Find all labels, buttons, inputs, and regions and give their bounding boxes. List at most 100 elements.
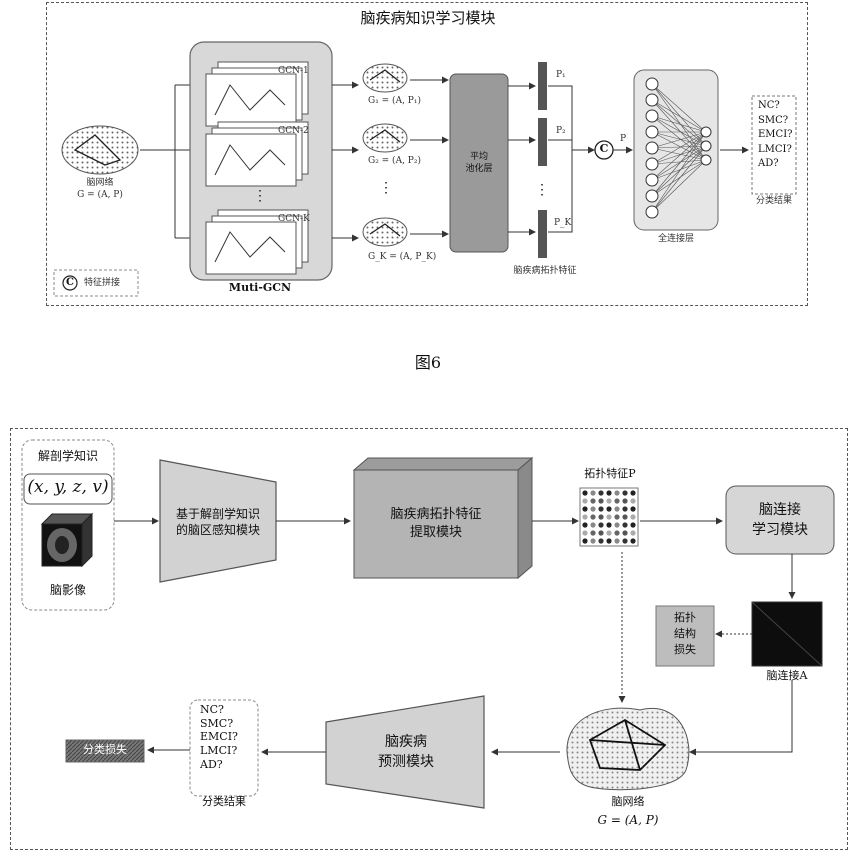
- fig6-input-brain: [61, 125, 139, 175]
- fig7-output-caption: 分类结果: [202, 795, 246, 808]
- connectivity-matrix-a: [751, 601, 823, 667]
- fc-neuron: [645, 93, 659, 107]
- fig6-output-lmci: LMCI?: [758, 143, 792, 155]
- matrix-cell: [598, 490, 604, 496]
- concat-symbol: C: [599, 142, 609, 155]
- disease-prediction-module: [325, 695, 485, 809]
- matrix-cell: [590, 498, 596, 504]
- pool-label-2: 池化层: [465, 164, 493, 174]
- graph-1: [362, 63, 408, 93]
- matrix-cell: [582, 530, 588, 536]
- class-loss-label: 分类损失: [83, 743, 127, 756]
- avg-pool-box: [449, 73, 509, 253]
- matrix-cell: [606, 514, 612, 520]
- matrix-cell: [598, 530, 604, 536]
- matrix-cell: [622, 506, 628, 512]
- topo-loss-box: [655, 605, 715, 667]
- matrix-cell: [622, 498, 628, 504]
- fig6-output-emci: EMCI?: [758, 129, 793, 140]
- predict-line1: 脑疾病: [385, 734, 427, 750]
- fig7-output-box: [189, 699, 259, 797]
- matrix-cell: [590, 490, 596, 496]
- matrix-cell: [598, 506, 604, 512]
- region-perception-module: [159, 459, 277, 583]
- matrix-cell: [598, 514, 604, 520]
- matrix-cell: [614, 522, 620, 528]
- matrix-cell: [606, 498, 612, 504]
- class-loss-box: [65, 739, 145, 763]
- matrix-cell: [614, 498, 620, 504]
- matrix-cell: [590, 522, 596, 528]
- fig6-output-ad: AD?: [758, 158, 779, 169]
- module2-line2: 提取模块: [409, 525, 462, 540]
- predict-line2: 预测模块: [378, 754, 434, 770]
- module1-line1: 基于解剖学知识: [175, 507, 260, 521]
- fc-neuron: [645, 173, 659, 187]
- gcn-1-label: GCN-1: [278, 66, 309, 76]
- fc-output-neuron: [700, 140, 712, 152]
- matrix-cell: [598, 498, 604, 504]
- matrix-cell: [614, 490, 620, 496]
- matrix-cell: [606, 490, 612, 496]
- matrix-cell: [590, 538, 596, 544]
- graph-1-label: G₁ = (A, P₁): [368, 96, 421, 106]
- legend-concat-symbol: C: [66, 277, 74, 288]
- feature-bar-k: [538, 210, 547, 258]
- matrix-cell: [630, 522, 636, 528]
- fig7-output-ad: AD?: [200, 757, 223, 771]
- module3-line2: 学习模块: [752, 522, 808, 538]
- feature-caption: 脑疾病拓扑特征: [513, 266, 577, 276]
- module2-line1: 脑疾病拓扑特征: [390, 507, 482, 522]
- fig7-panel: [10, 428, 848, 850]
- fig7-output-smc: SMC?: [200, 716, 234, 730]
- fig7-output-lmci: LMCI?: [200, 743, 238, 757]
- fc-label: 全连接层: [657, 234, 694, 244]
- fig7-output-nc: NC?: [200, 703, 224, 716]
- fc-output-neuron: [700, 154, 712, 166]
- matrix-cell: [622, 538, 628, 544]
- fig7-outputs: NC? SMC? EMCI? LMCI? AD?: [200, 703, 260, 771]
- graph-k-label: G_K = (A, P_K): [368, 252, 437, 262]
- fc-neuron: [645, 77, 659, 91]
- brain-image-cube: [40, 512, 94, 568]
- fig6-title: 脑疾病知识学习模块: [360, 9, 496, 27]
- feature-label-1: P₁: [556, 70, 566, 80]
- feature-ellipsis: ⋮: [535, 182, 549, 198]
- fig6-output-box: [751, 95, 797, 195]
- topo-feature-label: 拓扑特征P: [584, 467, 636, 480]
- loss-line-2: 结构: [674, 627, 696, 640]
- gcn-k-label: GCN-K: [278, 214, 310, 224]
- fc-neurons: [645, 77, 712, 219]
- matrix-cell: [582, 490, 588, 496]
- formula-box: [23, 473, 113, 505]
- fc-neuron: [645, 205, 659, 219]
- fc-neuron: [645, 189, 659, 203]
- matrix-cell: [622, 522, 628, 528]
- topo-feature-matrix: [579, 487, 639, 547]
- fig7-output-emci: EMCI?: [200, 730, 238, 744]
- matrix-cell: [630, 498, 636, 504]
- fig6-output-smc: SMC?: [758, 114, 789, 126]
- fc-output-neuron: [700, 126, 712, 138]
- fig6-brain-label: 脑网络: [86, 178, 114, 188]
- p-symbol: P: [620, 134, 627, 144]
- fig7-brain-network: [566, 707, 690, 791]
- matrix-cell: [606, 522, 612, 528]
- loss-line-1: 拓扑: [674, 611, 696, 624]
- fc-neuron: [645, 109, 659, 123]
- matrix-cell: [630, 506, 636, 512]
- matrix-cell: [590, 530, 596, 536]
- graph-2: [362, 123, 408, 153]
- matrix-cell: [630, 538, 636, 544]
- matrix-cell: [614, 514, 620, 520]
- pool-label-1: 平均: [469, 152, 488, 162]
- muti-gcn-label: Muti-GCN: [228, 281, 292, 294]
- gcn-2-label: GCN-2: [278, 126, 309, 136]
- matrix-cell: [630, 514, 636, 520]
- matrix-cell: [582, 522, 588, 528]
- conn-label: 脑连接A: [766, 669, 808, 682]
- feature-label-2: P₂: [556, 126, 566, 136]
- matrix-cell: [622, 490, 628, 496]
